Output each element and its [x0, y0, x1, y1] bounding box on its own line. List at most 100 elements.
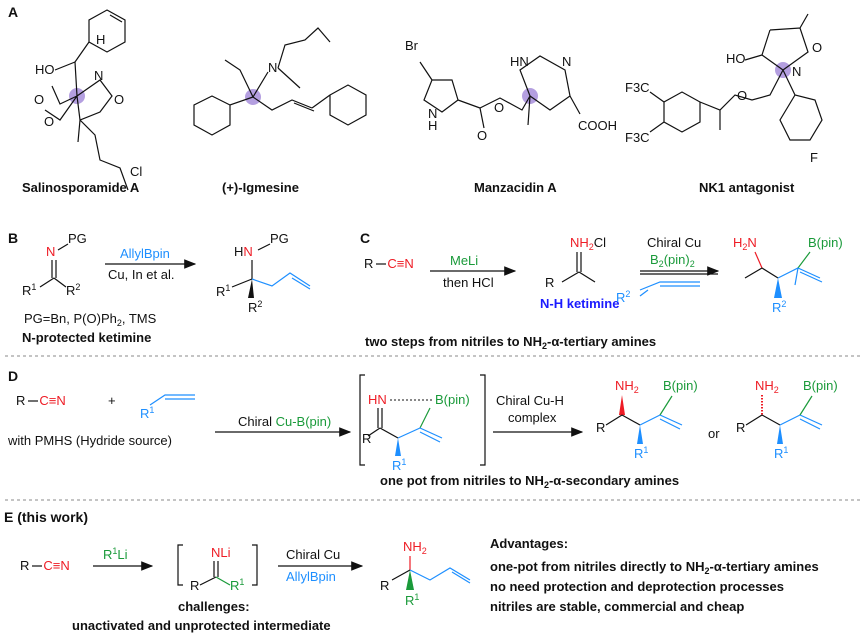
panel-d-label: D: [8, 368, 18, 384]
reagent-label: AllylBpin: [286, 569, 336, 584]
atom-label: COOH: [578, 118, 617, 133]
atom-label: HO: [35, 62, 55, 77]
r2-label: R2: [66, 282, 80, 298]
atom-label: R: [190, 578, 199, 593]
panel-b: B N PG R1 R2 AllylBpin Cu, In et al. HN …: [8, 230, 311, 345]
atom-label: NH2: [615, 378, 639, 395]
challenges-text: unactivated and unprotected intermediate: [72, 618, 331, 633]
atom-label: PG: [68, 231, 87, 246]
atom-label: NH2: [755, 378, 779, 395]
atom-label: R: [362, 431, 371, 446]
panel-e-label: E (this work): [4, 509, 88, 525]
product-2: NH2 B(pin) R R1: [736, 378, 838, 461]
atom-label: O: [477, 128, 487, 143]
advantage-item: nitriles are stable, commercial and chea…: [490, 599, 744, 614]
panel-a: A HO H N O O O Cl Salinosporamide A N (+…: [8, 4, 823, 195]
atom-label: F3C: [625, 80, 650, 95]
molecule-manzacidin-a: Br N H O O HN N COOH Manzacidin A: [405, 38, 617, 195]
intermediate-brackets: [177, 544, 258, 586]
challenges-title: challenges:: [178, 599, 250, 614]
reagent-label: Chiral Cu: [647, 235, 701, 250]
conditions-label: Cu, In et al.: [108, 267, 174, 282]
atom-label: HN: [510, 54, 529, 69]
atom-label: R1: [774, 445, 788, 461]
molecule-igmesine: N (+)-Igmesine: [193, 27, 367, 195]
panel-b-label: B: [8, 230, 18, 246]
reagent-label: MeLi: [450, 253, 478, 268]
r1-label: R1: [216, 283, 230, 299]
molecule-name: NK1 antagonist: [699, 180, 795, 195]
reagent-label: complex: [508, 410, 557, 425]
product-nh2: H2N: [733, 235, 757, 252]
atom-label: B(pin): [435, 392, 470, 407]
hydride-note: with PMHS (Hydride source): [7, 433, 172, 448]
atom-label: N: [562, 54, 571, 69]
ketimine-caption: N-H ketimine: [540, 296, 619, 311]
reagent-label: AllylBpin: [120, 246, 170, 261]
product-nh2: NH2: [403, 539, 427, 556]
molecule-name: Manzacidin A: [474, 180, 557, 195]
atom-label: N: [428, 106, 437, 121]
panel-b-caption: N-protected ketimine: [22, 330, 151, 345]
reagent-label: Chiral Cu-H: [496, 393, 564, 408]
atom-label: PG: [270, 231, 289, 246]
or-label: or: [708, 426, 720, 441]
r1-label: R1: [22, 282, 36, 298]
ketimine-label: NH2Cl: [570, 235, 606, 252]
atom-label: NLi: [211, 545, 231, 560]
atom-label: O: [34, 92, 44, 107]
atom-label: F3C: [625, 130, 650, 145]
molecule-salinosporamide-a: HO H N O O O Cl Salinosporamide A: [22, 9, 142, 195]
r2-label: R2: [248, 299, 262, 315]
atom-label: R: [736, 420, 745, 435]
reagent-label: Chiral Cu: [286, 547, 340, 562]
reagent-label: R1Li: [103, 546, 128, 562]
atom-label: O: [737, 88, 747, 103]
atom-label: N: [792, 64, 801, 79]
advantages-list: Advantages: one-pot from nitriles direct…: [490, 536, 819, 614]
atom-label: O: [494, 100, 504, 115]
reagent-label: Chiral Cu-B(pin): [238, 414, 331, 429]
product-1: NH2 B(pin) R R1: [596, 378, 698, 461]
advantage-item: no need protection and deprotection proc…: [490, 579, 784, 594]
product-nh: HN: [234, 244, 253, 259]
advantages-title: Advantages:: [490, 536, 568, 551]
allene-r2: R2: [616, 289, 630, 305]
atom-label: R: [596, 420, 605, 435]
atom-label: B(pin): [803, 378, 838, 393]
pg-note: PG=Bn, P(O)Ph2, TMS: [24, 311, 157, 328]
intermediate-brackets: [359, 374, 486, 466]
reagent-label: then HCl: [443, 275, 494, 290]
panel-c-label: C: [360, 230, 370, 246]
atom-label: H: [428, 118, 437, 133]
panel-d-caption: one pot from nitriles to NH2-α-secondary…: [380, 473, 679, 490]
atom-label: HO: [726, 51, 746, 66]
atom-label: Br: [405, 38, 419, 53]
atom-label: R: [380, 578, 389, 593]
atom-label: O: [812, 40, 822, 55]
atom-label: F: [810, 150, 818, 165]
molecule-name: (+)-Igmesine: [222, 180, 299, 195]
atom-label: H: [96, 32, 105, 47]
atom-label: HN: [368, 392, 387, 407]
atom-label: Cl: [130, 164, 142, 179]
allene-r1: R1: [140, 405, 154, 421]
atom-label: N: [268, 60, 277, 75]
atom-label: O: [44, 114, 54, 129]
atom-label: N: [94, 68, 103, 83]
panel-a-label: A: [8, 4, 18, 20]
product-bpin: B(pin): [808, 235, 843, 250]
advantage-item: one-pot from nitriles directly to NH2-α-…: [490, 559, 819, 576]
atom-label: R1: [230, 577, 244, 593]
atom-label: O: [114, 92, 124, 107]
atom-label: R1: [392, 457, 406, 473]
product-r2: R2: [772, 299, 786, 315]
reagent-label: B2(pin)2: [650, 252, 695, 269]
